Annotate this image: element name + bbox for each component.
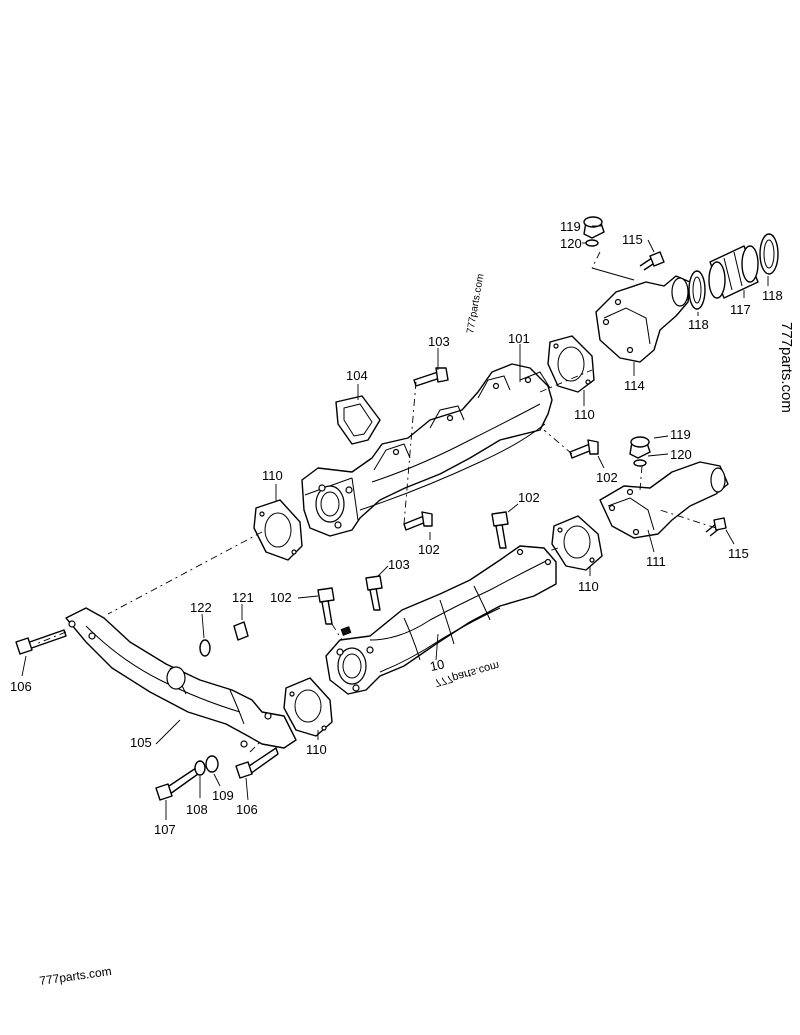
label-114: 114 — [624, 378, 645, 393]
gasket-110-bottom — [283, 677, 333, 737]
plug-119-top — [583, 216, 605, 239]
label-102-upper-left: 102 — [418, 542, 440, 557]
label-110-left: 110 — [262, 468, 283, 483]
nut-109 — [205, 755, 219, 773]
label-106-left: 106 — [10, 679, 32, 694]
label-102-lower: 102 — [270, 590, 292, 605]
watermark-corner: 777parts.com — [38, 964, 112, 988]
gasket-104 — [335, 395, 381, 445]
bolt-102-lower — [317, 587, 335, 625]
stud-121 — [233, 621, 249, 641]
hose-117 — [708, 245, 759, 299]
label-118-a: 118 — [688, 317, 709, 332]
label-120-top: 120 — [560, 236, 582, 251]
spacer-122 — [199, 639, 211, 657]
label-106-lower: 106 — [236, 802, 258, 817]
label-119-top: 119 — [560, 219, 581, 234]
bolt-115-top — [639, 251, 665, 271]
bolt-107 — [155, 767, 199, 801]
label-110-upper: 110 — [574, 407, 595, 422]
bolt-102-lower-right — [491, 511, 509, 549]
center-lines — [35, 251, 717, 753]
bolt-115-right — [705, 517, 727, 537]
outlet-elbow-111 — [599, 461, 729, 539]
seal-ring-120-right — [633, 459, 647, 467]
bolt-106-left — [15, 629, 67, 655]
label-110-bottom: 110 — [306, 742, 327, 757]
sealing-ring-118-a — [688, 270, 706, 310]
label-101: 101 — [508, 331, 530, 346]
callout-labels: 101 103 104 110 114 118 117 118 119 120 … — [10, 219, 783, 837]
plug-119-right — [629, 436, 651, 459]
exhaust-pipe-105 — [65, 607, 297, 749]
sealing-ring-118-b — [759, 233, 779, 275]
label-102-upper-right: 102 — [596, 470, 618, 485]
washer-108 — [194, 760, 206, 776]
gasket-110-left — [253, 499, 303, 561]
label-108: 108 — [186, 802, 208, 817]
seal-ring-120-top — [585, 239, 599, 247]
label-122: 122 — [190, 600, 212, 615]
bolt-103-lower — [365, 575, 383, 611]
bolt-103-upper — [413, 367, 449, 387]
label-117: 117 — [730, 302, 751, 317]
label-107: 107 — [154, 822, 176, 837]
watermark-right: 777parts.com — [778, 322, 795, 413]
label-120-right: 120 — [670, 447, 692, 462]
label-104: 104 — [346, 368, 368, 383]
leader-lines — [21, 225, 769, 820]
label-121: 121 — [232, 590, 254, 605]
label-118-b: 118 — [762, 288, 783, 303]
gasket-110-right — [551, 515, 603, 571]
label-105: 105 — [130, 735, 152, 750]
exhaust-manifold-upper — [301, 363, 553, 537]
bolt-102-upper-right — [569, 439, 599, 459]
label-10x: 10 — [428, 656, 445, 674]
label-103-lower: 103 — [388, 557, 410, 572]
label-109: 109 — [212, 788, 234, 803]
gasket-110-top — [547, 335, 595, 393]
watermark-upper: 777parts.com — [465, 273, 486, 335]
label-115-top: 115 — [622, 232, 643, 247]
bolt-106-lower — [235, 747, 279, 779]
label-103-upper: 103 — [428, 334, 450, 349]
label-115-right: 115 — [728, 546, 749, 561]
label-110-right: 110 — [578, 579, 599, 594]
label-102-lower-right: 102 — [518, 490, 540, 505]
exhaust-manifold-lower — [325, 545, 557, 695]
outlet-elbow-114 — [595, 275, 691, 363]
label-119-right: 119 — [670, 427, 691, 442]
label-111: 111 — [646, 554, 666, 569]
bolt-102-upper-left — [403, 511, 433, 531]
